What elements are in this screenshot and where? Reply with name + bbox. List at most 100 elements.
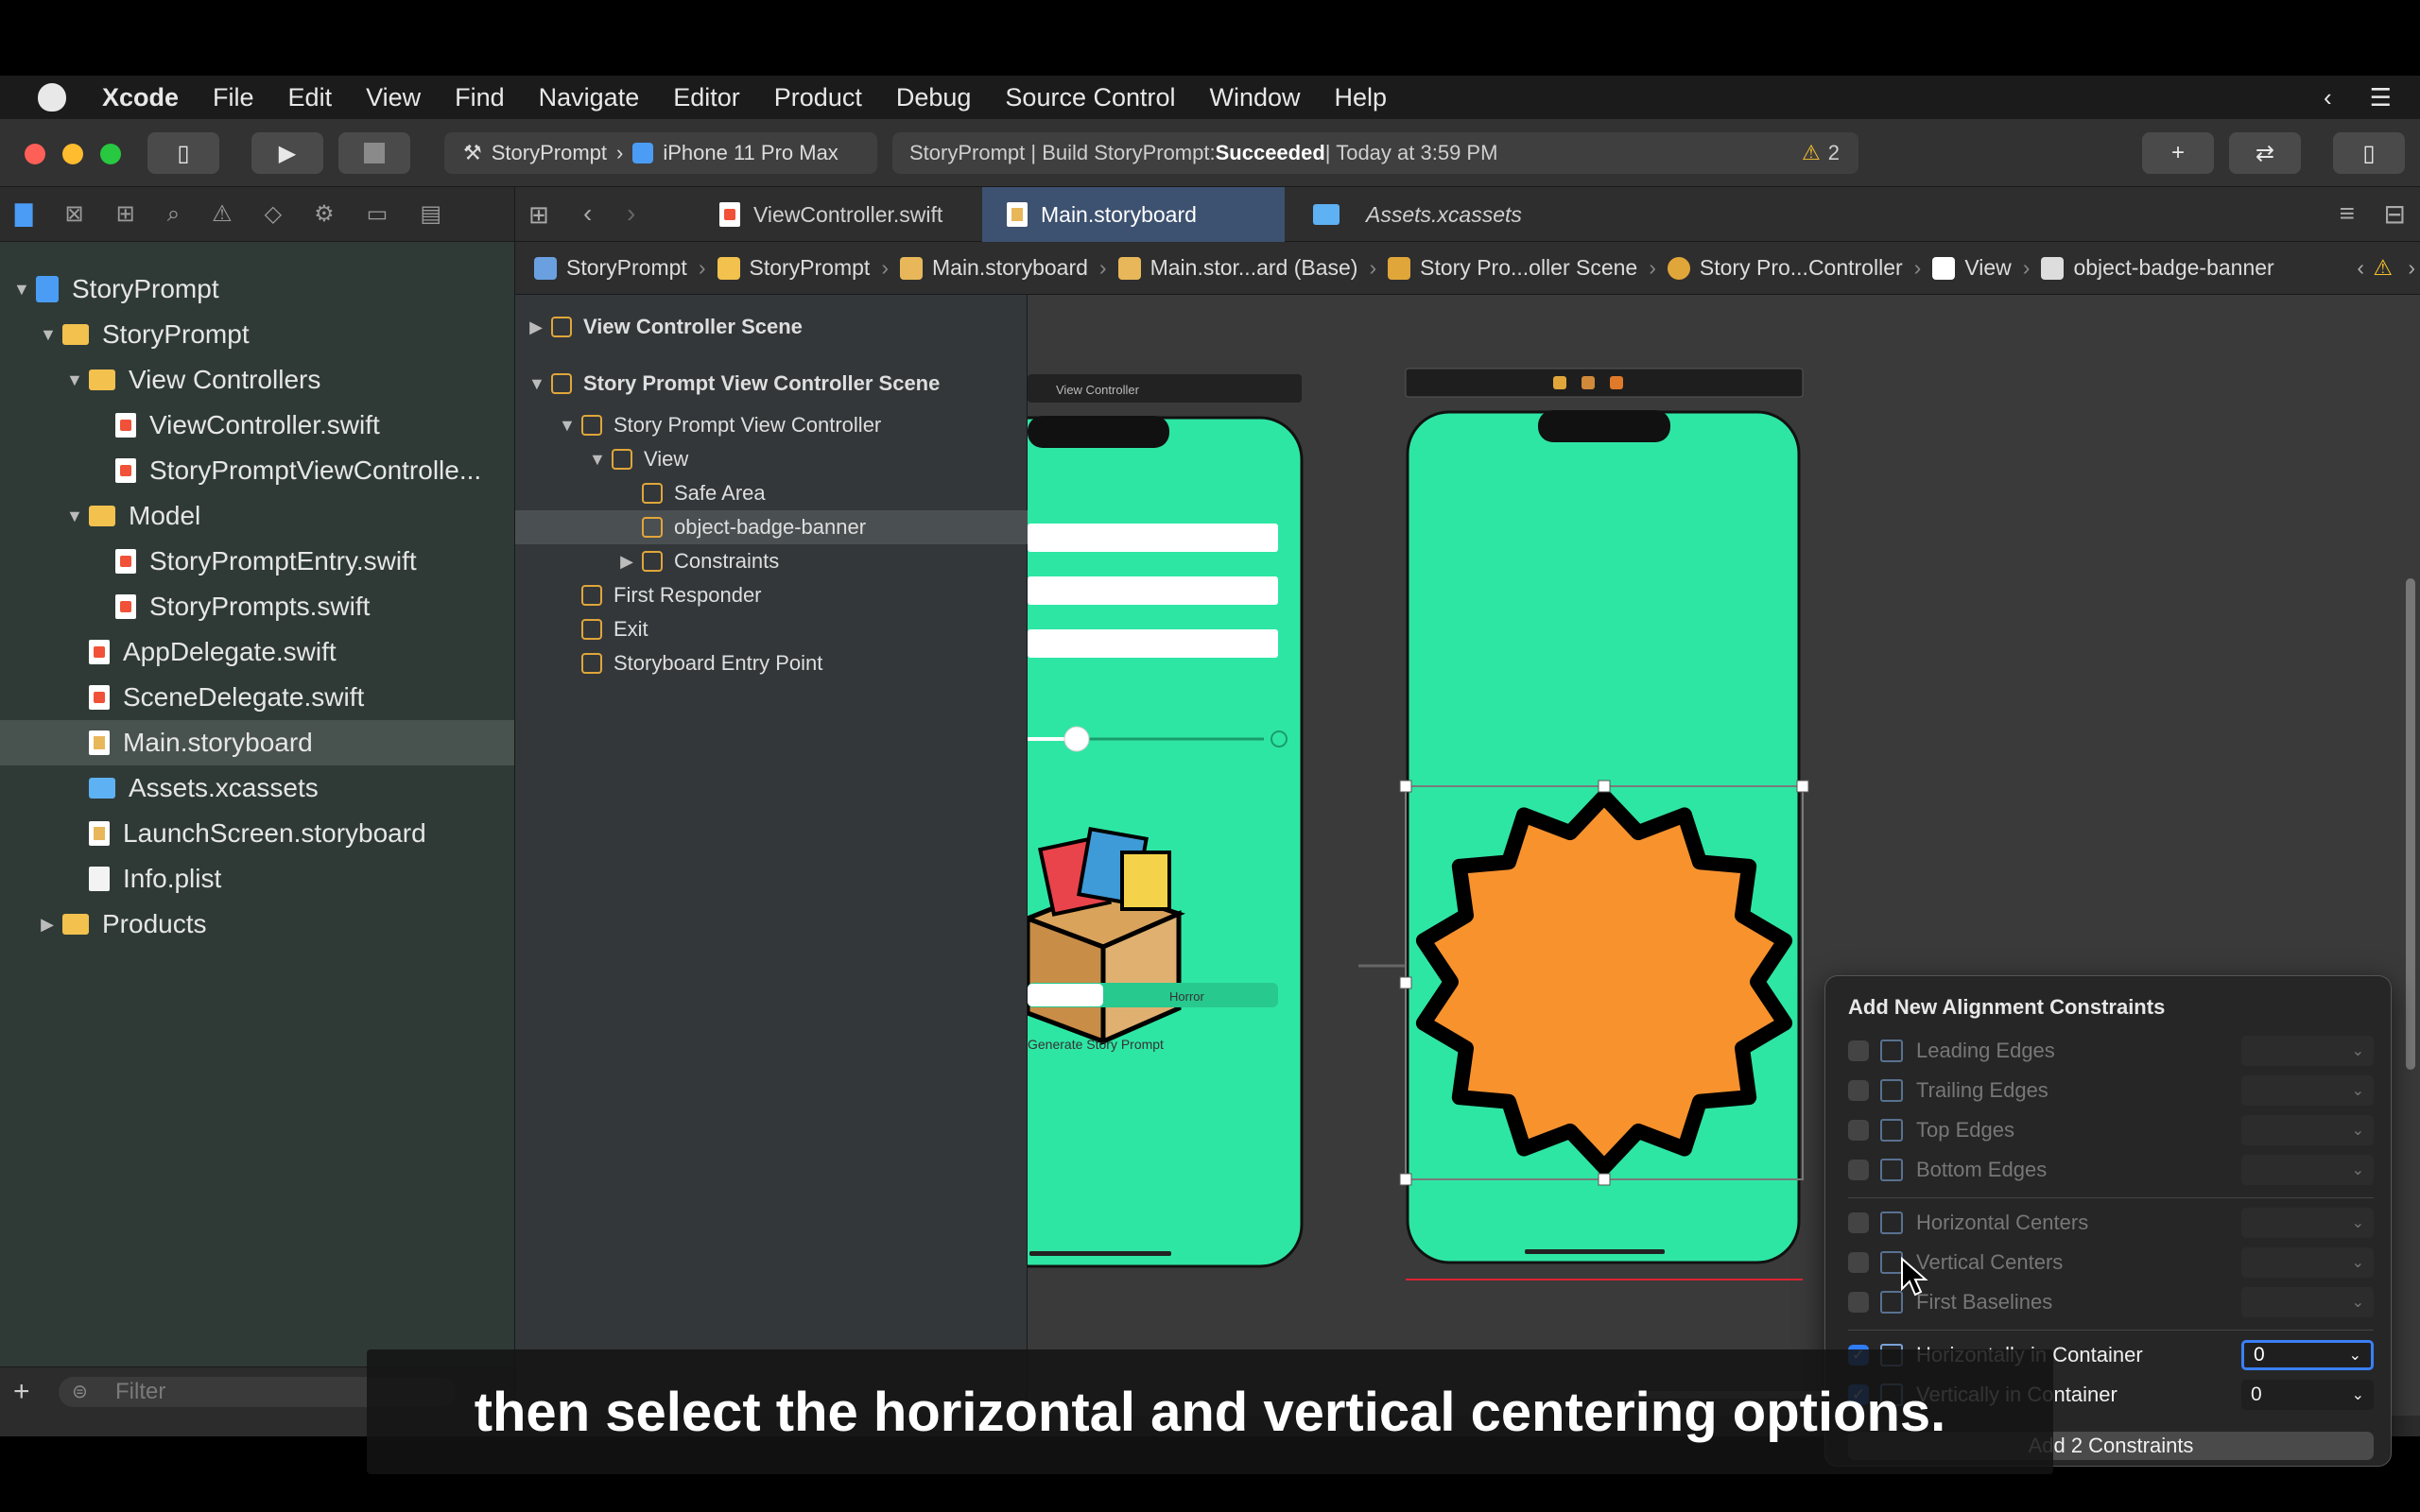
text-field[interactable]	[1028, 524, 1278, 552]
constraint-constant-field[interactable]: ⌄	[2241, 1208, 2374, 1238]
zoom-window-button[interactable]	[100, 144, 121, 164]
chevron-left-icon[interactable]: ‹	[2324, 83, 2332, 112]
minimize-window-button[interactable]	[62, 144, 83, 164]
disclosure-triangle-icon[interactable]: ▼	[40, 324, 57, 344]
lines-icon[interactable]: ≡	[2339, 198, 2355, 228]
outline-item[interactable]: Storyboard Entry Point	[515, 646, 1028, 680]
segment-selected[interactable]	[1028, 984, 1103, 1006]
text-field[interactable]	[1028, 629, 1278, 658]
tab-viewcontroller-swift[interactable]: ViewController.swift	[695, 187, 978, 242]
code-review-button[interactable]: ⇄	[2229, 132, 2301, 174]
disclosure-triangle-icon[interactable]: ▼	[528, 373, 545, 393]
storyboard-canvas[interactable]: View Controller	[1028, 295, 2420, 1416]
constraint-constant-field[interactable]: ⌄	[2241, 1247, 2374, 1278]
constraint-constant-field[interactable]: 0⌄	[2241, 1380, 2374, 1410]
outline-item[interactable]: ▼View	[515, 442, 1028, 476]
source-control-icon[interactable]: ⊠	[64, 201, 84, 227]
box-image[interactable]	[1028, 827, 1185, 1045]
constraint-checkbox[interactable]	[1848, 1040, 1869, 1061]
library-button[interactable]: +	[2142, 132, 2214, 174]
vertical-scrollbar[interactable]	[2406, 578, 2415, 1070]
outline-item[interactable]: ▼Story Prompt View Controller	[515, 408, 1028, 442]
disclosure-triangle-icon[interactable]: ▶	[529, 317, 543, 336]
view-controller-icon[interactable]	[1553, 376, 1566, 389]
menu-view[interactable]: View	[366, 82, 422, 112]
scene1-titlebar[interactable]	[1028, 374, 1302, 403]
constraint-checkbox[interactable]	[1848, 1212, 1869, 1233]
stop-button[interactable]	[338, 132, 410, 174]
outline-item[interactable]: First Responder	[515, 578, 1028, 612]
jump-segment[interactable]: Main.stor...ard (Base)	[1117, 255, 1357, 281]
text-field[interactable]	[1028, 576, 1278, 605]
run-button[interactable]: ▶	[251, 132, 323, 174]
constraint-constant-field[interactable]: 0⌄	[2241, 1340, 2374, 1370]
first-responder-icon[interactable]	[1582, 376, 1595, 389]
issue-icon[interactable]: ⚠	[212, 201, 233, 227]
jump-segment[interactable]: Story Pro...oller Scene	[1388, 255, 1637, 281]
menu-debug[interactable]: Debug	[895, 82, 972, 112]
toggle-navigator-button[interactable]: ▯	[147, 132, 219, 174]
jump-segment[interactable]: StoryPrompt	[534, 255, 687, 281]
disclosure-triangle-icon[interactable]: ▼	[589, 449, 606, 469]
outline-item[interactable]: ▼Story Prompt View Controller Scene	[515, 367, 1028, 401]
file-tree-item[interactable]: ViewController.swift	[0, 403, 514, 448]
file-tree-item[interactable]: StoryPrompts.swift	[0, 584, 514, 629]
symbol-icon[interactable]: ⊞	[115, 201, 135, 227]
outline-item[interactable]: object-badge-banner	[515, 510, 1028, 544]
warning-icon[interactable]: ⚠	[2373, 255, 2393, 280]
search-icon[interactable]: ⌕	[166, 200, 181, 227]
constraint-checkbox[interactable]	[1848, 1252, 1869, 1273]
menu-edit[interactable]: Edit	[287, 82, 333, 112]
constraint-constant-field[interactable]: ⌄	[2241, 1075, 2374, 1106]
file-tree-item[interactable]: ▶Products	[0, 902, 514, 947]
grid-icon[interactable]: ⊞	[528, 200, 549, 229]
file-tree-item[interactable]: ▼Model	[0, 493, 514, 539]
jump-segment[interactable]: StoryPrompt	[717, 255, 870, 281]
outline-item[interactable]: Safe Area	[515, 476, 1028, 510]
file-tree-item[interactable]: ▼StoryPrompt	[0, 266, 514, 312]
menu-editor[interactable]: Editor	[673, 82, 740, 112]
disclosure-triangle-icon[interactable]: ▶	[620, 551, 633, 571]
constraint-constant-field[interactable]: ⌄	[2241, 1115, 2374, 1145]
debug-icon[interactable]: ⚙	[314, 201, 335, 227]
file-tree-item[interactable]: ▼StoryPrompt	[0, 312, 514, 357]
tab-main-storyboard[interactable]: Main.storyboard	[982, 187, 1285, 242]
file-tree-item[interactable]: SceneDelegate.swift	[0, 675, 514, 720]
disclosure-triangle-icon[interactable]: ▼	[66, 506, 83, 525]
menu-help[interactable]: Help	[1334, 82, 1388, 112]
scheme-selector[interactable]: ⚒ StoryPrompt › iPhone 11 Pro Max	[444, 132, 877, 174]
outline-item[interactable]: ▶View Controller Scene	[515, 310, 1028, 344]
back-icon[interactable]: ‹	[583, 198, 593, 228]
badge-image[interactable]	[1415, 789, 1793, 1175]
outline-item[interactable]: ▶Constraints	[515, 544, 1028, 578]
constraint-checkbox[interactable]	[1848, 1080, 1869, 1101]
menu-find[interactable]: Find	[455, 82, 505, 112]
menu-navigate[interactable]: Navigate	[538, 82, 640, 112]
constraint-checkbox[interactable]	[1848, 1160, 1869, 1180]
constraint-constant-field[interactable]: ⌄	[2241, 1036, 2374, 1066]
menu-window[interactable]: Window	[1209, 82, 1301, 112]
next-issue-icon[interactable]: ›	[2408, 255, 2415, 280]
prev-issue-icon[interactable]: ‹	[2357, 255, 2364, 280]
generate-button-label[interactable]: Generate Story Prompt	[1028, 1037, 1164, 1052]
add-editor-icon[interactable]: ⊟	[2383, 199, 2406, 229]
jump-segment[interactable]: Story Pro...Controller	[1667, 255, 1903, 281]
disclosure-triangle-icon[interactable]: ▶	[41, 914, 54, 934]
outline-item[interactable]: Exit	[515, 612, 1028, 646]
disclosure-triangle-icon[interactable]: ▼	[559, 415, 576, 435]
forward-icon[interactable]: ›	[627, 198, 636, 228]
warnings-badge[interactable]: ⚠ 2	[1802, 141, 1840, 165]
jump-segment[interactable]: Main.storyboard	[900, 255, 1088, 281]
folder-icon[interactable]: ▇	[15, 201, 33, 227]
add-icon[interactable]: +	[13, 1375, 30, 1407]
constraint-constant-field[interactable]: ⌄	[2241, 1155, 2374, 1185]
test-icon[interactable]: ◇	[264, 201, 283, 227]
constraint-checkbox[interactable]	[1848, 1120, 1869, 1141]
disclosure-triangle-icon[interactable]: ▼	[66, 369, 83, 389]
close-window-button[interactable]	[25, 144, 45, 164]
control-center-icon[interactable]: ☰	[2369, 83, 2392, 112]
menu-product[interactable]: Product	[773, 82, 862, 112]
file-tree-item[interactable]: Assets.xcassets	[0, 765, 514, 811]
jump-segment[interactable]: object-badge-banner	[2041, 255, 2274, 281]
report-icon[interactable]: ▤	[420, 201, 442, 227]
